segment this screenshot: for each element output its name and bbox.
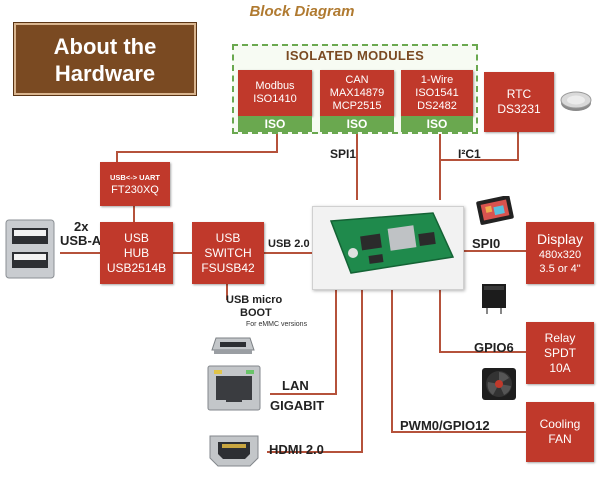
display-line: 3.5 or 4" [539,262,581,275]
module-line: DS2482 [417,99,457,112]
fan-icon [482,368,516,400]
relay-component-icon [482,284,506,314]
spi0-label: SPI0 [472,236,501,251]
relay-line: 10A [549,360,571,375]
relay-line: Relay [544,330,576,345]
hub-line: USB2514B [106,260,167,275]
usba-label: USB-A [60,233,102,248]
usb20-label: USB 2.0 [268,238,310,250]
display-block: Display 480x320 3.5 or 4" [526,222,594,284]
emmc-note: For eMMC versions [246,321,308,328]
uart-line: FT230XQ [111,184,159,196]
about-line-2: Hardware [54,61,156,86]
usb-hub-block: USB HUB USB2514B [100,222,173,284]
display-line: 480x320 [538,248,582,261]
switch-line: SWITCH [204,245,252,260]
pwm-label: PWM0/GPIO12 [400,418,490,433]
switch-line: USB [215,230,241,245]
boot-label: BOOT [240,307,272,319]
display-line: Display [537,230,583,247]
fan-line: FAN [548,432,572,446]
rtc-line: RTC [506,87,532,101]
switch-line: FSUSB42 [201,260,255,275]
lcd-display-icon [476,196,514,225]
rtc-line: DS3231 [497,102,541,116]
module-line: ISO1541 [415,86,459,99]
about-hardware-banner: About the Hardware [14,23,196,95]
ethernet-jack-icon [207,365,261,411]
module-line: Modbus [255,80,295,92]
relay-block: Relay SPDT 10A [526,322,594,384]
module-line: MAX14879 [329,86,385,99]
relay-line: SPDT [543,345,576,360]
module-line: CAN [345,73,369,86]
hdmi-label: HDMI 2.0 [269,442,324,457]
gpio6-label: GPIO6 [474,340,514,355]
iso-badge: ISO [320,116,394,132]
about-line-1: About the [53,34,157,59]
lan-label: LAN [282,378,309,393]
usb-a-connector-icon [5,219,55,279]
hdmi-connector-icon [209,435,259,467]
iso-badge: ISO [238,116,312,132]
can-module: CAN MAX14879 MCP2515 ISO [320,70,394,132]
usb-switch-block: USB SWITCH FSUSB42 [192,222,264,284]
hub-line: HUB [123,245,150,260]
isolated-modules-title: ISOLATED MODULES [285,48,425,63]
i2c1-label: I²C1 [458,147,481,161]
hub-line: USB [124,230,149,245]
onewire-module: 1-Wire ISO1541 DS2482 ISO [401,70,473,132]
usb-micro-connector-icon [211,337,255,354]
usb-micro-label: USB micro [226,294,283,306]
uart-line: USB<-> UART [109,173,160,182]
usb-uart-block: USB<-> UART FT230XQ [100,162,170,206]
rtc-block: RTC DS3231 [484,72,554,132]
compute-module-board [312,206,464,290]
coin-cell-battery-icon [560,91,592,111]
modbus-module: Modbus ISO1410 ISO [238,70,312,132]
diagram-title: Block Diagram [249,3,355,20]
module-line: 1-Wire [420,73,454,86]
iso-badge: ISO [401,116,473,132]
usba-count-label: 2x [74,219,89,234]
cooling-fan-block: Cooling FAN [526,402,594,462]
module-line: MCP2515 [332,99,382,112]
spi1-label: SPI1 [330,147,357,161]
module-line: ISO1410 [253,93,297,105]
cm4-board-icon [329,212,455,274]
gigabit-label: GIGABIT [270,398,325,413]
fan-line: Cooling [539,417,581,431]
